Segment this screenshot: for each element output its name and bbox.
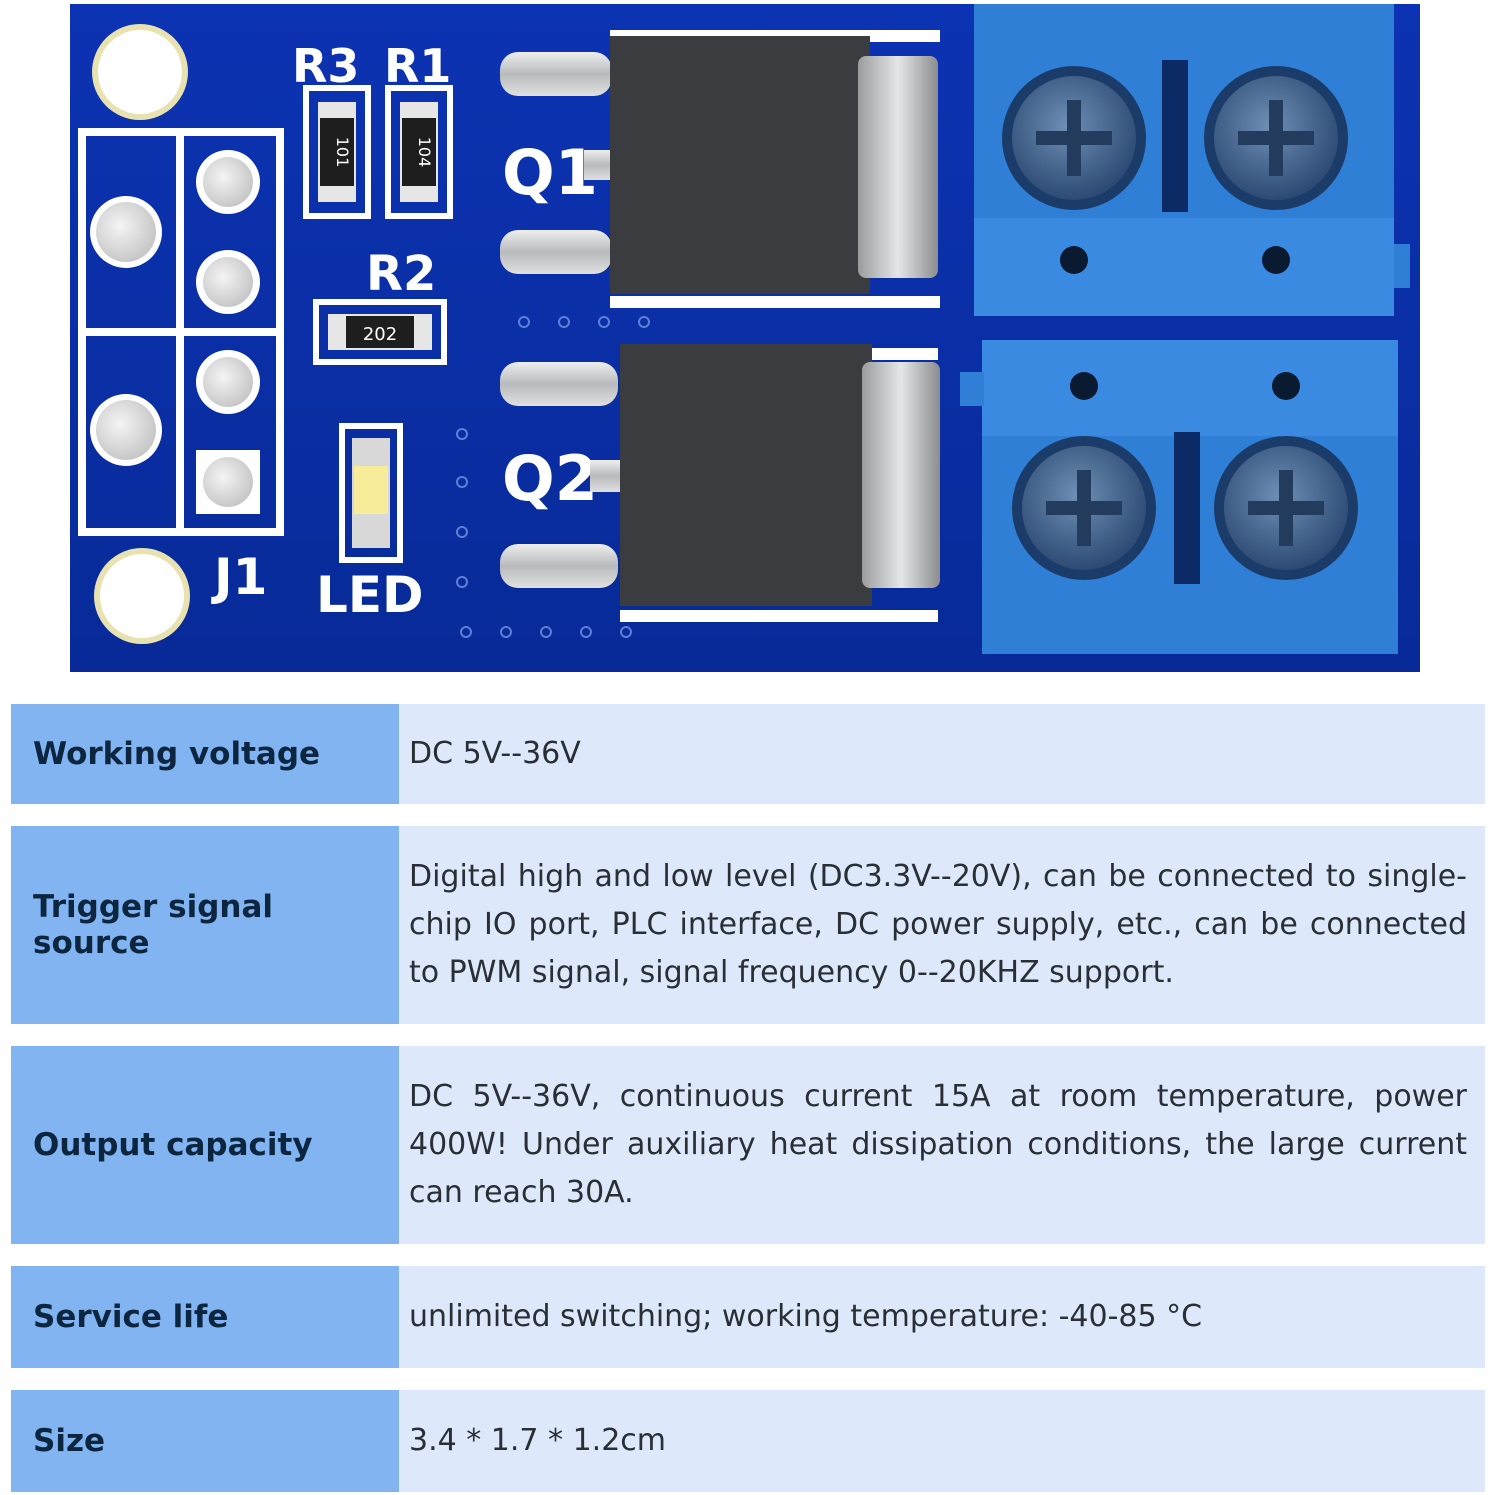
- vias: [456, 316, 650, 638]
- resistor-r1: 104: [385, 85, 453, 219]
- label-q1: Q1: [502, 136, 598, 209]
- spec-row-service-life: Service life unlimited switching; workin…: [11, 1266, 1485, 1368]
- pcb-svg: R3 R1 R2 Q1 Q2 J1 LED 101 104 202: [70, 4, 1420, 672]
- label-q2: Q2: [502, 442, 598, 515]
- spec-label: Size: [11, 1390, 399, 1492]
- label-j1: J1: [211, 548, 267, 606]
- mosfet-q2: [500, 344, 940, 622]
- spec-value: 3.4 * 1.7 * 1.2cm: [399, 1390, 1485, 1492]
- spec-row-output-capacity: Output capacity DC 5V--36V, continuous c…: [11, 1046, 1485, 1244]
- spec-label: Working voltage: [11, 704, 399, 804]
- spec-value: DC 5V--36V, continuous current 15A at ro…: [399, 1046, 1485, 1244]
- led-component: [339, 423, 403, 563]
- label-led: LED: [316, 566, 424, 624]
- spec-label: Trigger signal source: [11, 826, 399, 1024]
- resistor-r3: 101: [303, 85, 371, 219]
- j1-header: [78, 128, 284, 536]
- spec-row-size: Size 3.4 * 1.7 * 1.2cm: [11, 1390, 1485, 1492]
- label-r3: R3: [292, 39, 359, 93]
- terminal-block-bottom: [960, 340, 1398, 654]
- spec-label: Service life: [11, 1266, 399, 1368]
- svg-text:202: 202: [363, 324, 397, 345]
- spec-value: Digital high and low level (DC3.3V--20V)…: [399, 826, 1485, 1024]
- mosfet-q1: [500, 30, 940, 308]
- mosfet-board-image: R3 R1 R2 Q1 Q2 J1 LED 101 104 202: [70, 0, 1422, 676]
- spec-label: Output capacity: [11, 1046, 399, 1244]
- spec-value: DC 5V--36V: [399, 704, 1485, 804]
- svg-text:101: 101: [333, 137, 352, 168]
- resistor-r2: 202: [313, 299, 447, 365]
- label-r2: R2: [366, 246, 436, 302]
- spec-value: unlimited switching; working temperature…: [399, 1266, 1485, 1368]
- spec-row-working-voltage: Working voltage DC 5V--36V: [11, 704, 1485, 804]
- label-r1: R1: [384, 39, 451, 93]
- terminal-block-top: [974, 4, 1410, 316]
- spec-row-trigger-signal: Trigger signal source Digital high and l…: [11, 826, 1485, 1024]
- svg-text:104: 104: [415, 137, 434, 168]
